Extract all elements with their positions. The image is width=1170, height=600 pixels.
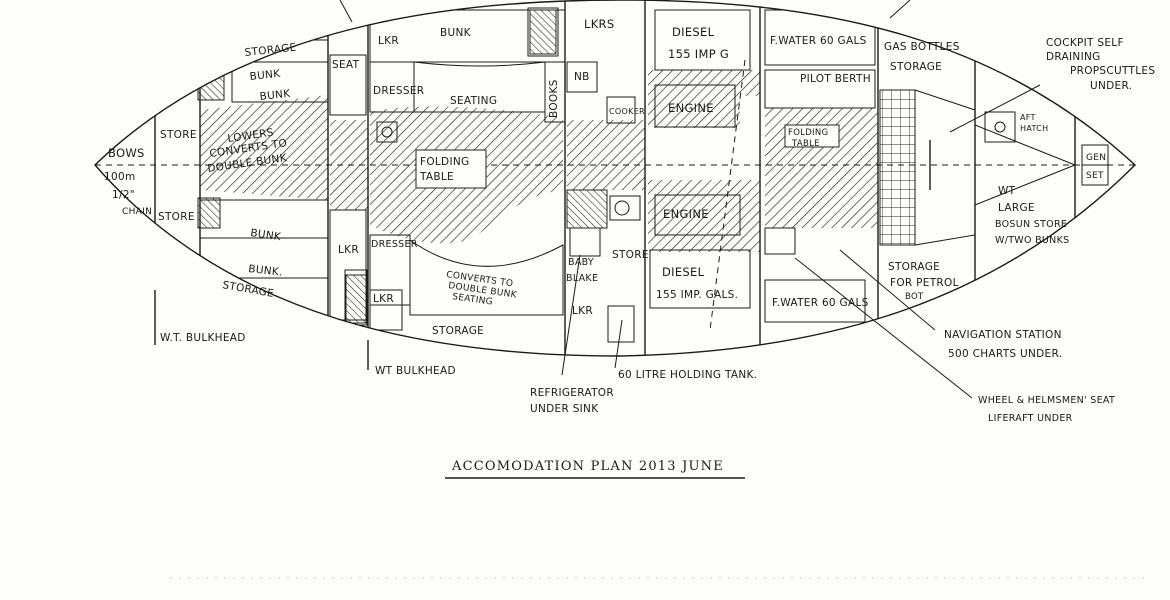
label-bunk-top: BUNK [440,27,472,39]
label-storage-petrol-1: STORAGE [888,261,940,273]
label-lkr-stbd-1: LKR [338,244,359,256]
label-seating-top: SEATING [450,95,497,107]
label-bunk-fwd-top-2: BUNK [259,88,292,103]
label-cooker: COOKER [609,107,645,116]
label-seat-fwd: SEAT [332,59,360,71]
label-engine-top: ENGINE [668,101,714,115]
label-bunk-fwd-top-1: BUNK [249,68,282,83]
label-nav-1: NAVIGATION STATION [944,329,1062,341]
label-diesel-bottom-2: 155 IMP. GALS. [656,289,738,301]
label-diesel-bottom-1: DIESEL [662,265,705,279]
label-nav-2: 500 CHARTS UNDER. [948,348,1062,360]
label-wt-bulkhead-fwd: W.T. BULKHEAD [160,332,246,344]
label-fwater-top: F.WATER 60 GALS [770,35,867,47]
label-folding-table-aft-2: TABLE [791,139,820,149]
label-holding-tank: 60 LITRE HOLDING TANK. [618,369,757,381]
label-wt-bulkhead: WT BULKHEAD [375,365,456,377]
plan-title: ACCOMODATION PLAN 2013 JUNE [451,459,724,474]
label-store-port: STORE [160,129,197,141]
label-lkr-bottom: LKR [572,305,593,317]
label-chain-1: 100m [104,171,135,183]
label-bunk-stbd-1: BUNK [250,227,283,243]
label-wt-large-1: WT [998,185,1016,197]
label-wheel-1: WHEEL & HELMSMEN' SEAT [978,395,1115,406]
label-pilot-berth: PILOT BERTH [800,73,871,85]
label-fwater-bottom: F.WATER 60 GALS [772,297,869,309]
label-storage-petrol-2: FOR PETROL [890,277,959,289]
label-engine-bottom: ENGINE [663,207,709,221]
label-dresser-top: DRESSER [373,85,424,97]
label-dresser-bottom: DRESSER [371,239,418,250]
label-lkr-stbd-2: LKR [373,293,394,305]
label-gas-bottles-2: STORAGE [890,61,942,73]
label-aft-hatch-1: AFT [1020,113,1036,122]
label-folding-table-aft-1: FOLDING [788,128,828,138]
label-wheel-2: LIFERAFT UNDER [988,413,1073,424]
label-gen-set-2: SET [1086,171,1104,181]
label-gen-set-1: GEN [1086,153,1106,163]
label-folding-table-1: FOLDING [420,156,469,168]
label-books: BOOKS [548,79,560,118]
label-wt-large-4: W/TWO BUNKS [995,235,1069,246]
label-storage-bottom: STORAGE [432,325,484,337]
label-refrig-2: UNDER SINK [530,403,599,415]
label-store-mid: STORE [612,249,649,261]
labels-group: STORAGE BUNK BUNK SEAT LKR BUNK LKRS DRE… [104,17,1155,474]
label-folding-table-2: TABLE [419,171,454,183]
label-cockpit-1: COCKPIT SELF [1046,37,1124,49]
label-refrig-1: REFRIGERATOR [530,387,614,399]
label-wt-large-2: LARGE [998,202,1035,214]
label-diesel-top-1: DIESEL [672,25,715,39]
label-chain-3: CHAIN [122,207,152,217]
label-bows: BOWS [108,146,145,160]
label-storage-fwd-top: STORAGE [244,42,297,59]
label-chain-2: 1/2" [112,189,135,201]
label-store-stbd: STORE [158,211,195,223]
label-storage-petrol-3: BOT [905,292,924,302]
label-baby-blake-2: BLAKE [566,273,598,284]
label-cockpit-2: DRAINING [1046,51,1101,63]
label-nb: NB [574,71,590,83]
label-aft-hatch-2: HATCH [1020,124,1048,133]
label-bunk-stbd-2: BUNK. [248,263,284,279]
label-baby-blake-1: BABY [568,257,594,268]
label-lkrs: LKRS [584,17,614,31]
label-gas-bottles-1: GAS BOTTLES [884,41,960,53]
label-cockpit-3: PROPSCUTTLES [1070,65,1155,77]
label-cockpit-4: UNDER. [1090,80,1132,92]
label-diesel-top-2: 155 IMP G [668,47,729,61]
label-lkr-top: LKR [378,35,399,47]
label-wt-large-3: BOSUN STORE [995,219,1067,230]
